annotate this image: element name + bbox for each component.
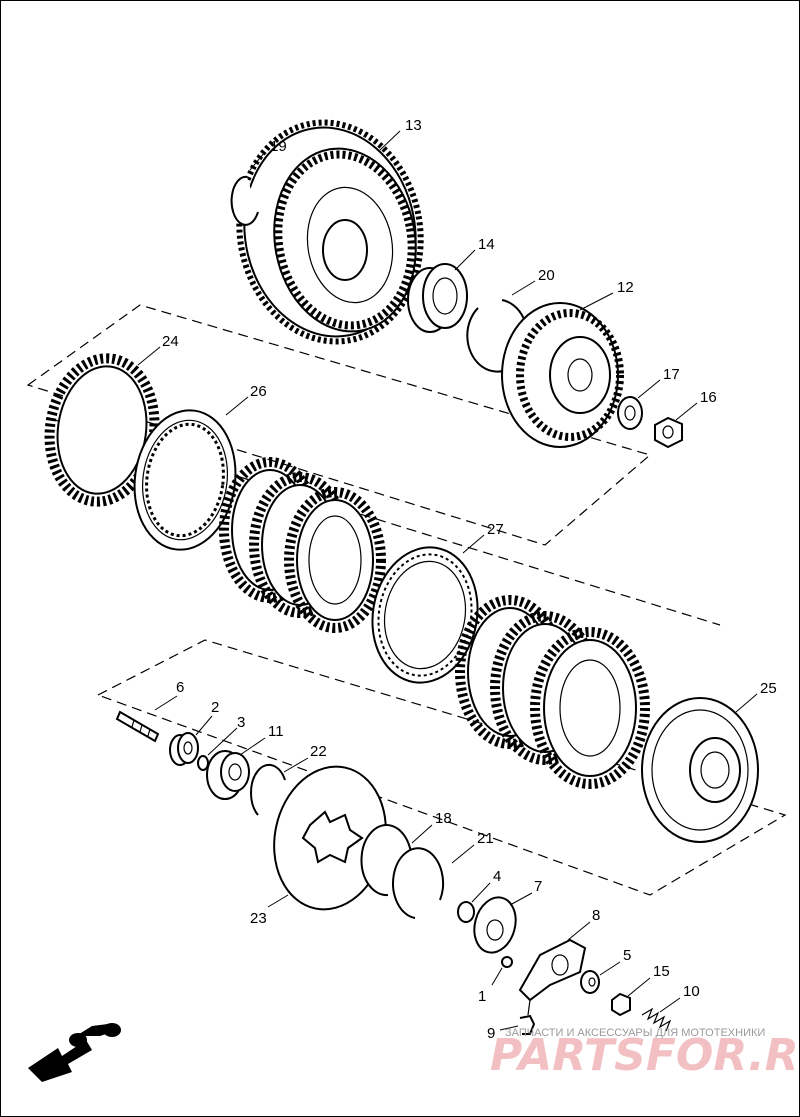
front-arrow-motorcycle-icon <box>28 1023 121 1082</box>
retaining-ring-22 <box>250 763 286 816</box>
callout-27: 27 <box>487 521 504 538</box>
pressure-plate-25 <box>641 697 759 843</box>
callout-24: 24 <box>162 333 179 350</box>
callout-18: 18 <box>435 810 452 827</box>
watermark-brand: PARTSFOR.RU <box>490 1030 800 1081</box>
o-ring-4 <box>457 901 475 923</box>
hub-11 <box>206 750 250 800</box>
clutch-pack-lower <box>455 595 650 789</box>
callout-20: 20 <box>538 267 555 284</box>
bearing-14 <box>407 263 468 333</box>
callout-4: 4 <box>493 868 501 885</box>
callout-10: 10 <box>683 983 700 1000</box>
callout-15: 15 <box>653 963 670 980</box>
callout-14: 14 <box>478 236 495 253</box>
callout-1: 1 <box>478 988 486 1005</box>
callout-2: 2 <box>211 699 219 716</box>
callout-12: 12 <box>617 279 634 296</box>
ball-1 <box>501 956 513 968</box>
callout-16: 16 <box>700 389 717 406</box>
nut-16 <box>654 416 683 449</box>
spring-10 <box>641 1007 672 1032</box>
washer-17 <box>617 396 643 430</box>
lever-8 <box>518 938 587 1016</box>
lower-assembly-box <box>96 639 787 896</box>
clutch-hub-12 <box>501 302 624 448</box>
spring-plate-27 <box>371 546 479 684</box>
clip-9 <box>519 1014 536 1035</box>
bushing-5 <box>580 970 600 994</box>
callout-26: 26 <box>250 383 267 400</box>
callout-13: 13 <box>405 117 422 134</box>
bearing-2 <box>169 732 199 766</box>
leader-lines <box>137 130 758 1031</box>
ramp-7 <box>473 896 517 954</box>
steel-plate-26 <box>133 409 237 551</box>
nut-15 <box>611 992 631 1017</box>
callout-11: 11 <box>268 723 284 740</box>
watermark: ЗАПЧАСТИ И АКСЕССУАРЫ ДЛЯ МОТОТЕХНИКИ PA… <box>490 1027 800 1081</box>
clutch-shell <box>236 119 424 345</box>
callout-19: 19 <box>270 138 287 155</box>
ring-3 <box>197 755 209 771</box>
callout-6: 6 <box>176 679 184 696</box>
callout-5: 5 <box>623 947 631 964</box>
callout-23: 23 <box>250 910 267 927</box>
retaining-ring-19 <box>230 175 259 226</box>
diaphragm-spring-23 <box>273 765 387 911</box>
callout-17: 17 <box>663 366 680 383</box>
callout-labels: 13 19 14 20 12 24 26 17 16 27 25 6 2 3 1… <box>162 117 777 1042</box>
callout-25: 25 <box>760 680 777 697</box>
stud-6 <box>115 710 160 743</box>
callout-21: 21 <box>477 830 494 847</box>
callout-22: 22 <box>310 743 327 760</box>
clutch-pack-upper <box>219 457 386 633</box>
watermark-tagline: ЗАПЧАСТИ И АКСЕССУАРЫ ДЛЯ МОТОТЕХНИКИ <box>505 1027 765 1039</box>
callout-9: 9 <box>487 1025 495 1042</box>
ring-21 <box>392 847 445 919</box>
callout-7: 7 <box>534 878 542 895</box>
callout-3: 3 <box>237 714 245 731</box>
callout-8: 8 <box>592 907 600 924</box>
